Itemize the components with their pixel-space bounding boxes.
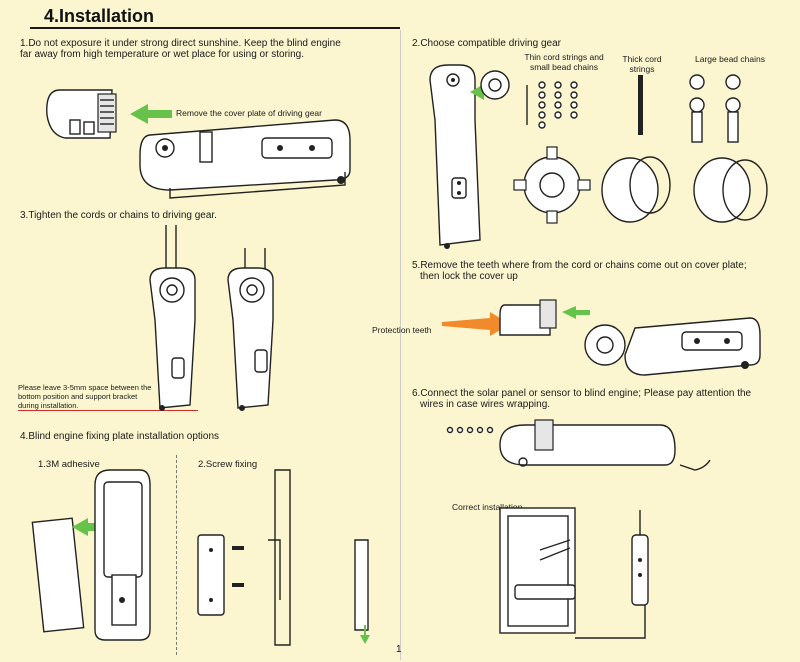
step4-illustration [31,469,370,646]
step3-illustration [149,225,274,411]
step5-orange-arrow [442,312,510,336]
page-title: 4.Installation [44,6,155,26]
step4-dashed-divider [176,455,178,655]
step3-note-line1: Please leave 3-5mm space between the [18,383,152,392]
page-number: 1 [396,644,402,655]
step4-opt1: 1.3M adhesive [38,459,100,470]
step4-opt2: 2.Screw fixing [198,459,258,470]
step2-col2-line2: strings [629,64,655,74]
step1-callout: Remove the cover plate of driving gear [176,108,322,118]
step1-illustration [46,89,351,199]
step1-text-line1: 1.Do not exposure it under strong direct… [20,38,341,49]
column-divider [400,30,401,660]
step3-note-line2: bottom position and support bracket [18,392,138,401]
step6-text-line1: 6.Connect the solar panel or sensor to b… [412,388,752,399]
step4-green-arrow [72,518,100,536]
step2-col1-line2: small bead chains [529,62,599,72]
step3-text: 3.Tighten the cords or chains to driving… [20,210,217,221]
step1-text-line2: far away from high temperature or wet pl… [20,49,305,60]
step2-text: 2.Choose compatible driving gear [412,38,561,49]
step6-illustration [446,419,711,639]
step2-col2-line1: Thick cord [622,54,662,64]
step5-text-line1: 5.Remove the teeth where from the cord o… [412,260,747,271]
step6-text-line2: wires in case wires wrapping. [420,399,551,410]
step2-col3: Large bead chains [695,54,765,64]
step2-illustration [429,64,768,249]
step3-note-underline [18,410,198,411]
step2-col1-line1: Thin cord strings and [524,52,604,62]
step4-text: 4.Blind engine fixing plate installation… [20,431,220,442]
step5-text-line2: then lock the cover up [420,271,518,282]
title-underline [30,27,400,29]
step6-callout: Correct installation [452,502,523,512]
step1-green-arrow [130,104,172,124]
step5-callout: Protection teeth [372,325,432,335]
step3-note-line3: during installation. [18,401,79,410]
step5-illustration [442,299,761,376]
